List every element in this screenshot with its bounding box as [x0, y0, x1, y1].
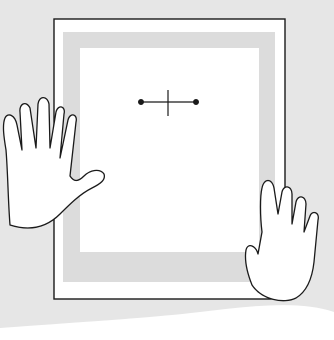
inner-paper	[80, 48, 259, 252]
